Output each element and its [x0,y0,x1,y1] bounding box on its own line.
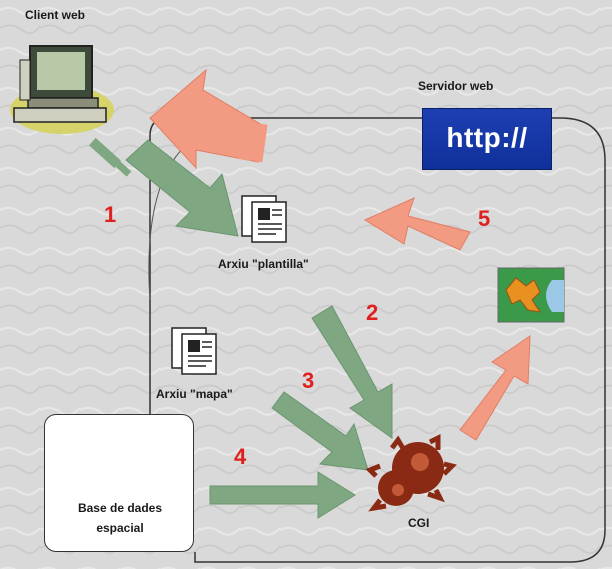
arrow-3 [271,391,369,471]
arrow-cgi-to-map [459,335,531,441]
server-label: Servidor web [418,79,494,93]
client-label: Client web [25,8,86,22]
arrow-1-tail-2 [101,148,132,177]
database-label: Base de dades [77,501,163,515]
response-arrow [149,68,268,170]
map-icon [497,267,565,323]
step-number-4: 4 [234,444,247,469]
step-number-5: 5 [478,206,491,231]
arrow-4 [209,471,356,519]
template-file-label: Arxiu "plantilla" [218,257,309,271]
response-arrow-tail-2 [254,123,268,163]
gears-icon [365,433,457,512]
computer-icon [10,45,114,134]
http-banner: http:// [422,108,552,170]
step-number-3: 3 [302,368,315,393]
step-number-1: 1 [104,202,117,227]
arrow-5 [363,197,471,251]
arrow-2 [311,305,393,439]
step-number-2: 2 [366,300,379,325]
map-file-document-icon [171,327,217,375]
database-label-line2: espacial [96,521,144,535]
http-text: http:// [446,122,528,153]
arrow-1-body [125,139,239,237]
map-file-label: Arxiu "mapa" [156,387,233,401]
response-arrow-tail-1 [237,121,257,161]
cgi-label: CGI [408,516,430,530]
arrow-1 [89,137,239,237]
document-icon [241,195,287,243]
database-box: Base de dades espacial [44,414,194,552]
